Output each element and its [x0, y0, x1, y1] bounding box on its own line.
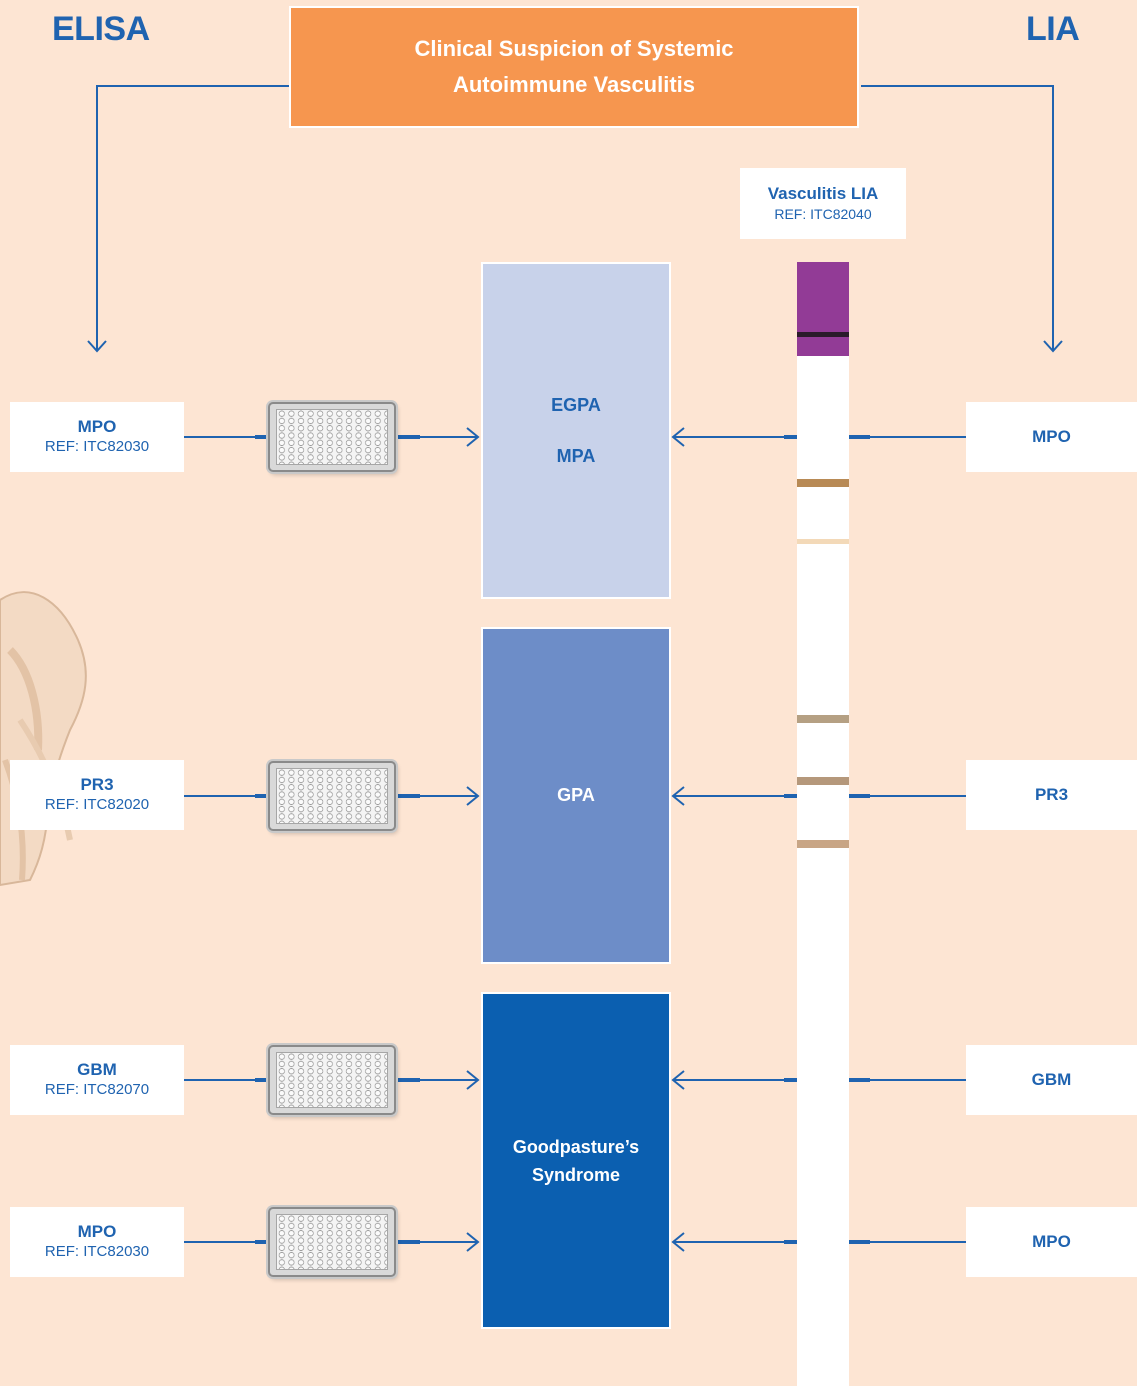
- clinical-suspicion-line-2: Autoimmune Vasculitis: [452, 72, 696, 97]
- strip-band: [797, 332, 849, 337]
- clinical-suspicion-line-1: Clinical Suspicion of Systemic: [414, 36, 734, 61]
- elisa-test-card: MPO REF: ITC82030: [10, 1207, 184, 1277]
- strip-band: [797, 715, 849, 723]
- lia-row-4-arrowhead: [671, 1232, 685, 1252]
- lia-heading: LIA: [1026, 10, 1080, 48]
- clinical-suspicion-box: Clinical Suspicion of Systemic Autoimmun…: [289, 6, 859, 128]
- diagnosis-label: EGPA: [551, 394, 601, 415]
- lia-branch-arrowhead: [1043, 340, 1063, 353]
- lia-kit-label: Vasculitis LIA REF: ITC82040: [740, 168, 906, 239]
- elisa-branch-arrowhead: [87, 340, 107, 353]
- diagnosis-box-egpa-mpa: EGPA MPA: [481, 262, 671, 599]
- lia-row-2-arrowhead: [671, 786, 685, 806]
- lia-test-card: GBM: [966, 1045, 1137, 1115]
- elisa-test-card: MPO REF: ITC82030: [10, 402, 184, 472]
- diagnosis-box-gpa: GPA: [481, 627, 671, 964]
- lia-test-strip: [797, 262, 849, 1386]
- diagnosis-box-goodpasture: Goodpasture’s Syndrome: [481, 992, 671, 1329]
- strip-band: [797, 777, 849, 785]
- lia-row-3-arrowhead: [671, 1070, 685, 1090]
- elisa-test-ref: REF: ITC82030: [44, 1243, 150, 1260]
- lia-kit-ref: REF: ITC82040: [774, 205, 872, 222]
- elisa-microplate-icon: [268, 761, 396, 831]
- lia-test-name: GBM: [1031, 1070, 1072, 1089]
- elisa-test-ref: REF: ITC82030: [44, 438, 150, 455]
- elisa-test-name: MPO: [77, 417, 117, 436]
- diagnosis-label: Goodpasture’s: [512, 1136, 640, 1157]
- elisa-heading: ELISA: [52, 10, 150, 48]
- lia-kit-title: Vasculitis LIA: [767, 183, 879, 203]
- strip-band: [797, 840, 849, 848]
- elisa-test-name: MPO: [77, 1222, 117, 1241]
- strip-cap: [797, 262, 849, 356]
- elisa-microplate-icon: [268, 1045, 396, 1115]
- lia-test-card: MPO: [966, 1207, 1137, 1277]
- lia-test-card: PR3: [966, 760, 1137, 830]
- elisa-test-name: PR3: [80, 775, 114, 794]
- lia-test-card: MPO: [966, 402, 1137, 472]
- strip-band: [797, 539, 849, 544]
- elisa-branch-line: [96, 85, 289, 350]
- elisa-row-1-arrowhead: [466, 427, 480, 447]
- elisa-test-ref: REF: ITC82070: [44, 1081, 150, 1098]
- elisa-microplate-icon: [268, 1207, 396, 1277]
- elisa-microplate-icon: [268, 402, 396, 472]
- elisa-test-name: GBM: [77, 1060, 117, 1079]
- elisa-test-card: PR3 REF: ITC82020: [10, 760, 184, 830]
- strip-band: [797, 479, 849, 487]
- lia-row-1-arrowhead: [671, 427, 685, 447]
- lia-branch-line: [861, 85, 1054, 350]
- elisa-row-4-arrowhead: [466, 1232, 480, 1252]
- diagnosis-label: Syndrome: [531, 1164, 621, 1185]
- diagnosis-label: GPA: [557, 785, 595, 805]
- elisa-row-2-arrowhead: [466, 786, 480, 806]
- lia-test-name: MPO: [1032, 1232, 1071, 1251]
- elisa-row-3-arrowhead: [466, 1070, 480, 1090]
- lia-test-name: MPO: [1032, 427, 1071, 446]
- elisa-test-ref: REF: ITC82020: [44, 796, 150, 813]
- lia-test-name: PR3: [1034, 785, 1069, 804]
- diagnosis-label: MPA: [556, 445, 596, 466]
- elisa-test-card: GBM REF: ITC82070: [10, 1045, 184, 1115]
